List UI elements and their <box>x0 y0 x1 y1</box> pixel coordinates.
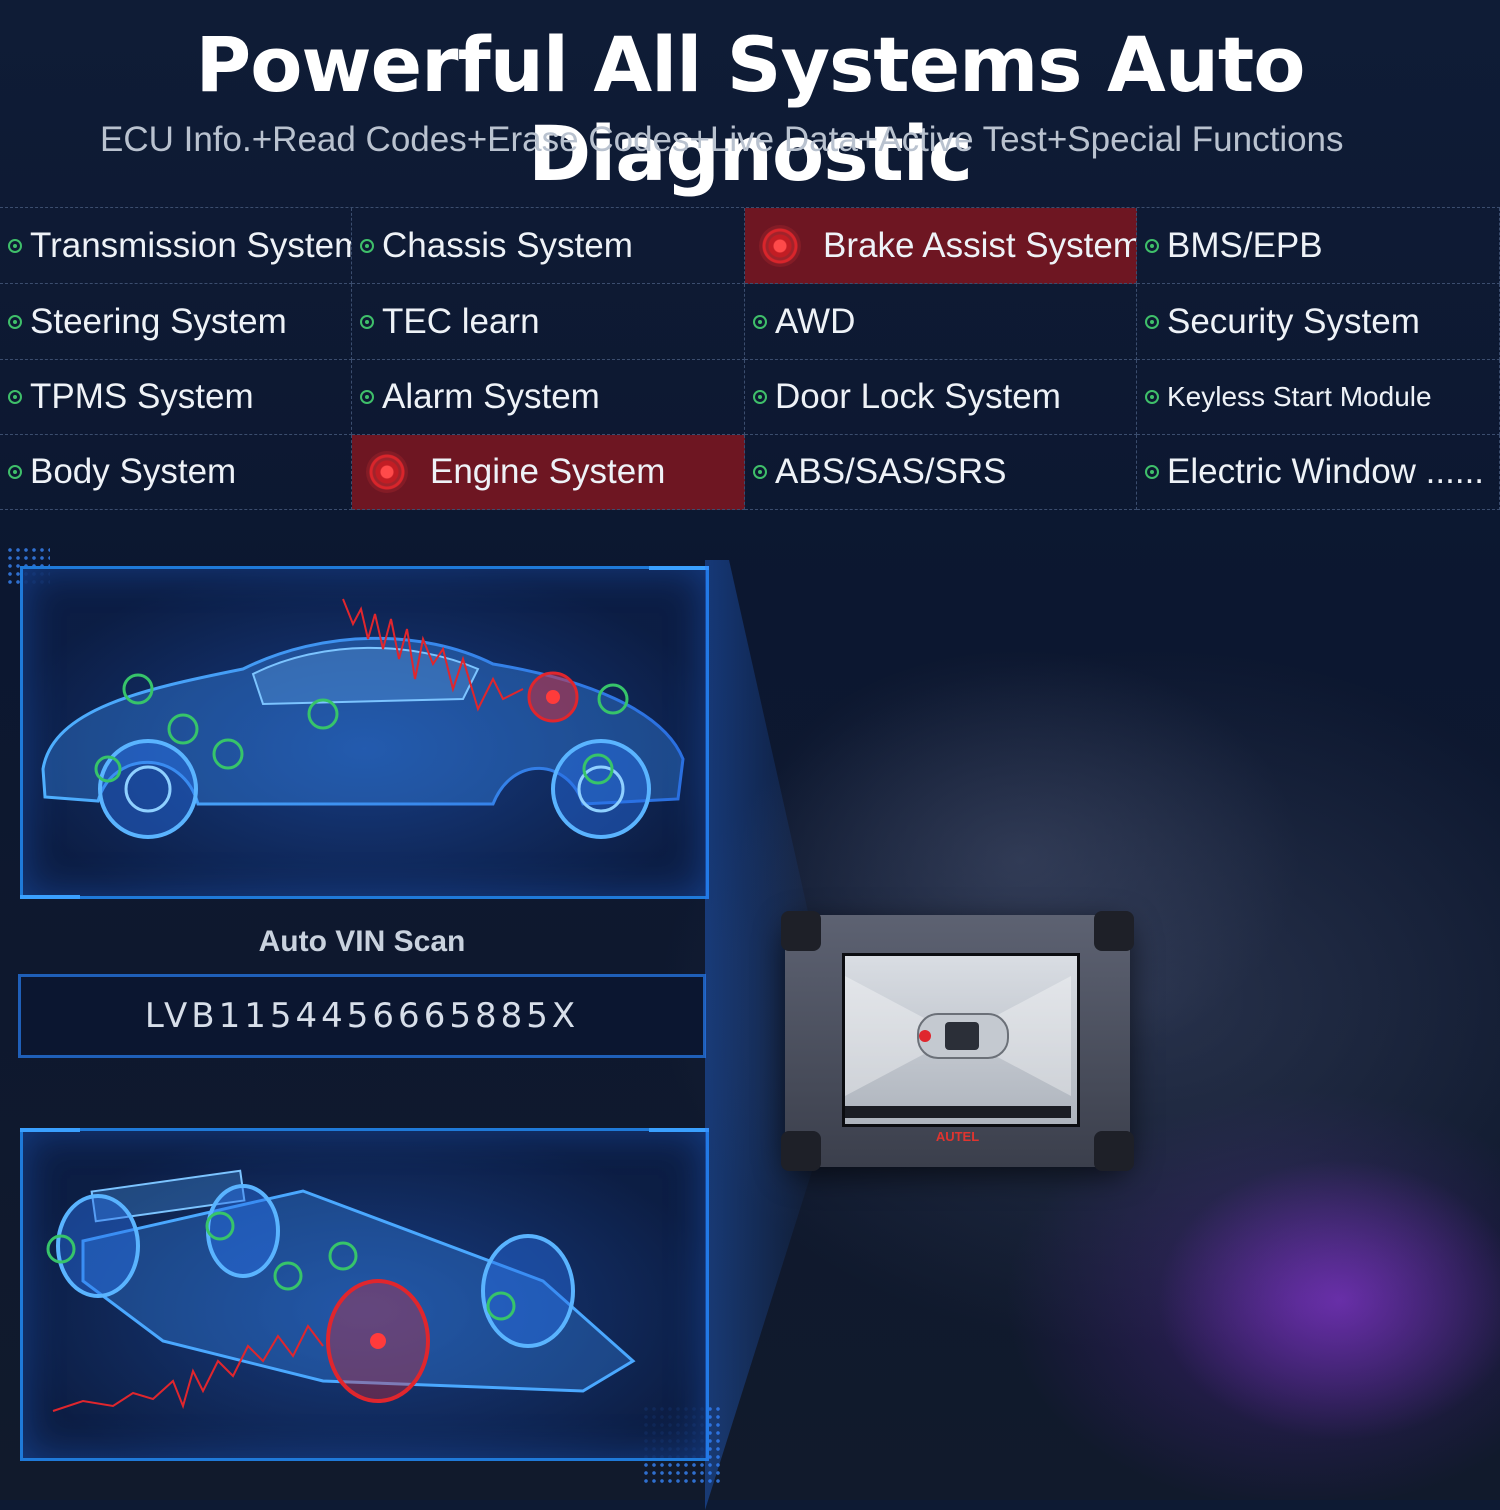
system-label: ABS/SAS/SRS <box>775 452 1007 491</box>
system-label: Keyless Start Module <box>1167 381 1432 412</box>
tablet-bumper <box>781 911 821 951</box>
system-label: Door Lock System <box>775 377 1061 416</box>
system-label: Electric Window ...... <box>1167 452 1485 491</box>
systems-grid: Transmission System Chassis System Brake… <box>0 207 1500 510</box>
system-label: Brake Assist System <box>823 225 1137 265</box>
panel-corner-accent <box>20 1128 80 1132</box>
system-security: Security System <box>1137 284 1500 360</box>
fault-target-icon <box>366 451 408 493</box>
ok-marker-icon <box>360 314 374 329</box>
system-label: TPMS System <box>30 377 254 416</box>
system-steering: Steering System <box>0 284 352 360</box>
diagnostic-tablet: AUTEL <box>781 911 1134 1171</box>
system-tec-learn: TEC learn <box>352 284 745 360</box>
ok-marker-icon <box>753 390 767 404</box>
tablet-screen <box>842 953 1080 1127</box>
system-label: Steering System <box>30 301 287 341</box>
ok-marker-icon <box>1145 238 1159 253</box>
panel-corner-accent <box>649 566 709 570</box>
tablet-bumper <box>1094 911 1134 951</box>
ok-marker-icon <box>1145 465 1159 479</box>
fault-target-icon <box>759 224 801 267</box>
ok-marker-icon <box>360 238 374 253</box>
system-tpms: TPMS System <box>0 360 352 435</box>
system-label: Engine System <box>430 452 666 491</box>
car-wireframe-illustration <box>41 598 685 839</box>
ok-marker-icon <box>8 465 22 479</box>
system-label: Chassis System <box>382 225 633 265</box>
system-label: Alarm System <box>382 377 600 416</box>
ok-marker-icon <box>1145 390 1159 404</box>
system-door-lock: Door Lock System <box>745 360 1137 435</box>
system-label: Transmission System <box>30 225 352 265</box>
system-transmission: Transmission System <box>0 208 352 284</box>
system-label: AWD <box>775 301 856 341</box>
ok-marker-icon <box>753 465 767 479</box>
tablet-car-topview-icon <box>845 976 1071 1118</box>
car-xray-panel <box>20 566 709 899</box>
racecar-wireframe-illustration <box>46 1169 636 1412</box>
system-alarm: Alarm System <box>352 360 745 435</box>
tablet-bumper <box>1094 1131 1134 1171</box>
system-awd: AWD <box>745 284 1137 360</box>
ok-marker-icon <box>753 314 767 329</box>
racecar-xray-panel <box>20 1128 709 1461</box>
ok-marker-icon <box>8 238 22 253</box>
device-brand-logo: AUTEL <box>935 1129 980 1144</box>
system-label: Body System <box>30 452 237 491</box>
ok-marker-icon <box>8 390 22 404</box>
panel-corner-accent <box>649 1128 709 1132</box>
system-engine: Engine System <box>352 435 745 510</box>
page-subtitle: ECU Info.+Read Codes+Erase Codes+Live Da… <box>100 120 1344 159</box>
vin-scan-label: Auto VIN Scan <box>258 925 466 958</box>
vin-display: LVB1154456665885X <box>18 974 706 1058</box>
ok-marker-icon <box>360 390 374 404</box>
system-abs-sas-srs: ABS/SAS/SRS <box>745 435 1137 510</box>
page-title: Powerful All Systems Auto Diagnostic <box>195 20 1306 198</box>
system-bms-epb: BMS/EPB <box>1137 208 1500 284</box>
system-chassis: Chassis System <box>352 208 745 284</box>
system-electric-window: Electric Window ...... <box>1137 435 1500 510</box>
system-body: Body System <box>0 435 352 510</box>
system-label: TEC learn <box>382 301 540 341</box>
ok-marker-icon <box>1145 314 1159 329</box>
vin-value: LVB1154456665885X <box>144 996 580 1036</box>
system-label: Security System <box>1167 301 1420 341</box>
tablet-bumper <box>781 1131 821 1171</box>
system-label: BMS/EPB <box>1167 225 1323 265</box>
ok-marker-icon <box>8 314 22 329</box>
panel-corner-accent <box>20 895 80 899</box>
system-keyless-start: Keyless Start Module <box>1137 360 1500 435</box>
system-brake-assist: Brake Assist System <box>745 208 1137 284</box>
